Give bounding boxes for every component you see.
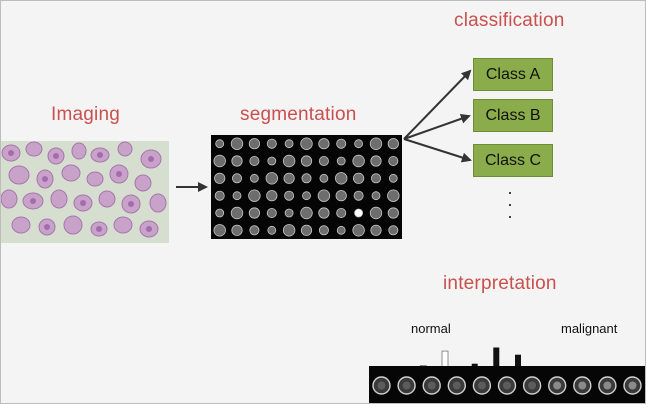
segmented-cell [282,154,296,168]
strip-cell-nucleus [427,381,436,390]
segmented-cell [319,173,329,183]
segmented-cell [369,206,383,220]
segmented-cell [371,191,381,201]
segmented-cell [267,156,277,166]
segmented-cell [317,189,331,202]
segmented-cell [215,139,225,149]
segmented-cell [353,172,365,184]
segmented-cell [302,191,311,201]
segmented-cell [231,155,243,167]
normal-label: normal [411,321,451,336]
segmented-cell [387,207,399,219]
cell-progression-strip [369,366,645,403]
segmented-cell [248,138,261,150]
class-b-box: Class B [473,99,553,132]
segmented-cell [284,190,295,201]
segmented-cell [318,207,330,219]
more-classes-ellipsis: ··· [507,182,513,226]
segmented-cell [213,154,226,168]
segmented-cell [249,225,260,236]
segmented-cell [336,225,346,235]
segmented-cell [352,154,365,168]
segmented-cell [214,190,225,201]
segmented-cell [300,137,313,150]
segmented-cell [336,156,346,166]
segmented-cell [232,191,242,201]
segmented-cell [282,224,296,237]
segmented-cell [318,138,330,150]
strip-cell-nucleus [477,381,486,390]
segmented-cell [231,224,243,236]
segmented-cell [369,137,383,150]
segmented-cell [336,208,347,219]
microscopy-illustration [1,141,169,243]
segmented-cell [283,172,295,184]
segmented-cell [352,224,365,237]
strip-cell-nucleus [452,381,461,390]
segmented-cell [387,138,399,150]
imaging-label: Imaging [51,104,120,125]
segmented-cell [301,173,312,184]
strip-cell-nucleus [603,381,612,390]
strip-cell-nucleus [402,381,411,390]
segmented-cell [213,224,226,237]
segmented-cell [353,190,364,201]
segmented-cell [370,224,382,236]
segmented-cell [248,189,261,202]
segmented-cell [265,172,279,185]
segmented-cell [284,208,294,218]
cell-progression-images [372,376,642,395]
segmented-cell [370,173,381,184]
segmented-cell [230,206,244,220]
segmented-cell [249,155,260,166]
segmented-cell [230,137,244,150]
interpretation-label: interpretation [443,273,557,294]
segmented-cell [300,206,313,220]
segmented-cell [284,139,294,149]
segmented-cell [334,172,348,185]
arrow-to-class-a [403,69,472,140]
segmented-cell [387,189,400,202]
segmented-cell [231,173,242,184]
segmented-cell [215,208,225,218]
segmented-cell [214,172,226,184]
segmented-cell [300,224,313,236]
microscopy-image [1,141,169,243]
segmented-cell [354,208,364,218]
segmentation-image [211,135,402,239]
segmented-cell [388,155,399,166]
malignant-label: malignant [561,321,618,336]
segmented-cell [266,190,278,202]
strip-cell-nucleus [503,381,511,390]
classification-label: classification [454,10,565,31]
segmented-cell [370,155,382,167]
segmented-cells-grid [213,137,400,237]
segmented-cell [248,207,261,219]
segmented-cell [336,138,347,149]
class-a-box: Class A [473,58,553,91]
arrow-to-class-b [403,113,471,140]
strip-cell-nucleus [553,381,562,390]
malignant-bar [493,347,500,384]
segmented-cell [267,225,277,235]
segmented-cell [354,139,364,149]
segmented-cell [266,138,277,149]
segmentation-label: segmentation [240,104,357,125]
arrow-to-class-c [403,138,472,163]
class-c-box: Class C [473,144,553,177]
strip-cell-nucleus [578,381,587,390]
segmented-cell [266,208,277,219]
segmented-cell [250,173,259,183]
strip-cell-nucleus [628,381,637,390]
strip-cell-nucleus [377,381,386,390]
segmented-cell [318,225,329,236]
strip-cell-nucleus [528,381,537,390]
segmented-cell [318,155,329,166]
segmented-cell [335,190,347,202]
segmented-cell [388,225,399,236]
segmented-cell [388,173,398,183]
segmented-cell [300,155,313,167]
